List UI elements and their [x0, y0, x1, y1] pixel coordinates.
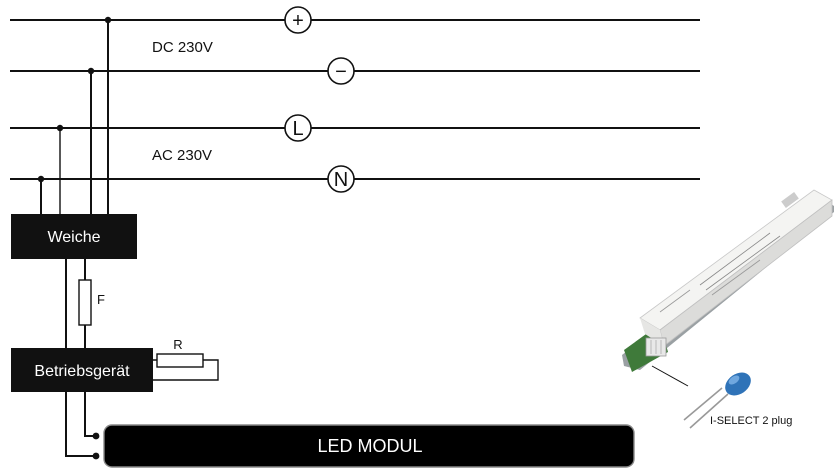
weiche-box: Weiche	[11, 214, 137, 259]
plug-label: I-SELECT 2 plug	[710, 415, 792, 427]
fuse	[78, 279, 92, 326]
svg-text:−: −	[335, 61, 347, 83]
led-driver-image	[622, 189, 834, 429]
svg-text:L: L	[292, 118, 303, 140]
resistor-label: R	[173, 337, 182, 352]
junction-dot	[56, 124, 64, 132]
resistor	[156, 353, 204, 368]
terminal-dot	[92, 432, 100, 440]
fuse-label: F	[97, 292, 105, 307]
svg-text:LED MODUL: LED MODUL	[317, 436, 422, 456]
svg-text:Betriebsgerät: Betriebsgerät	[34, 363, 130, 380]
gear-box: Betriebsgerät	[11, 348, 153, 392]
plus-symbol: +	[284, 6, 312, 34]
svg-text:N: N	[334, 169, 348, 191]
junction-dot	[104, 16, 112, 24]
junction-dot	[37, 175, 45, 183]
dc-label: DC 230V	[152, 39, 213, 56]
svg-text:+: +	[292, 10, 304, 32]
terminal-dot	[92, 452, 100, 460]
wire-led-2	[65, 392, 96, 457]
n-symbol: N	[327, 165, 355, 193]
ac-label: AC 230V	[152, 147, 212, 164]
svg-text:Weiche: Weiche	[47, 229, 100, 246]
led-module: LED MODUL	[103, 424, 635, 468]
l-symbol: L	[284, 114, 312, 142]
wire-led-1	[84, 392, 96, 437]
minus-symbol: −	[327, 57, 355, 85]
junction-dot	[87, 67, 95, 75]
